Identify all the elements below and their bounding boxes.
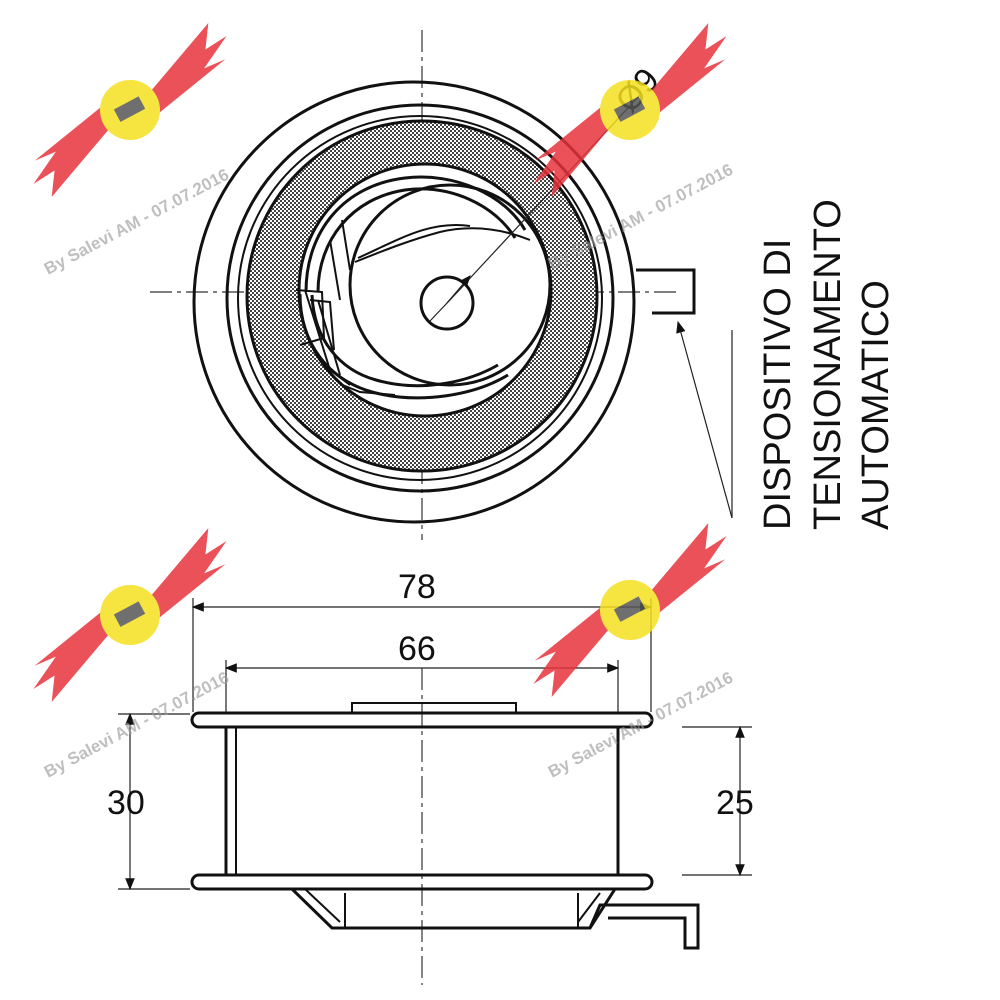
tensioner-label-line1: DISPOSITIVO DI — [757, 239, 799, 530]
watermark-text: By Salevi AM - 07.07.2016 — [41, 668, 232, 782]
wing-icon — [33, 101, 122, 197]
watermark-logo — [533, 523, 727, 697]
watermark-text: By Salevi AM - 07.07.2016 — [545, 668, 736, 782]
bottom-flange — [190, 873, 654, 891]
side-view: 78 66 30 25 — [107, 568, 754, 985]
outer-body — [192, 80, 636, 524]
dim-25: 25 — [716, 784, 754, 822]
watermark-logo — [33, 23, 227, 197]
belt-body — [224, 727, 620, 875]
tensioner-callout: DISPOSITIVO DI TENSIONAMENTO AUTOMATICO — [676, 199, 897, 530]
wing-icon — [138, 23, 227, 119]
watermark-logo — [533, 23, 727, 197]
center-bolt — [419, 275, 475, 331]
base-hook — [588, 903, 700, 950]
tension-tab — [636, 268, 696, 315]
wing-icon — [533, 101, 622, 197]
dim-30: 30 — [107, 784, 145, 822]
wing-icon — [33, 606, 122, 702]
base-part — [290, 887, 617, 930]
top-boss — [351, 702, 517, 714]
eccentric-mechanism — [295, 175, 552, 400]
watermark-text: By Salevi AM - 07.07.2016 — [41, 165, 232, 279]
pulley-rim-outer — [225, 103, 615, 493]
wing-icon — [638, 523, 727, 619]
wing-icon — [138, 528, 227, 624]
wing-icon — [533, 601, 622, 697]
wing-icon — [638, 23, 727, 119]
pulley-rim-inner — [237, 115, 603, 481]
dim-66: 66 — [398, 630, 436, 668]
dim-78: 78 — [398, 568, 436, 606]
watermark-logo — [33, 528, 227, 702]
top-view: Ø9 — [150, 30, 696, 540]
tensioner-label-line2: TENSIONAMENTO — [807, 199, 849, 530]
callout-arrow — [676, 320, 733, 519]
tensioner-label-line3: AUTOMATICO — [855, 280, 897, 530]
